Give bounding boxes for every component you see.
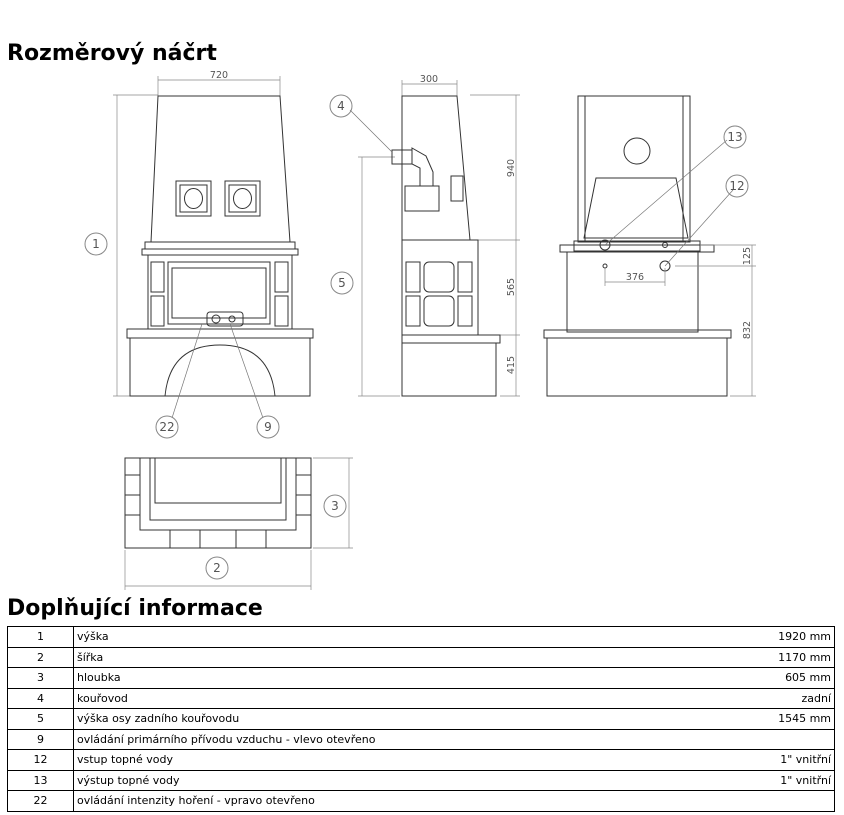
row-number: 12	[7, 749, 74, 771]
dim-side-depth: 300	[420, 74, 438, 85]
callout-9: 9	[264, 420, 272, 434]
callout-2-circle	[205, 556, 229, 580]
dimension-drawing: 720 300 940 565 415 125 376 832 1 2 3 4 …	[84, 70, 756, 590]
callout-3-circle	[323, 494, 347, 518]
dim-side-mid: 565	[506, 278, 517, 296]
callout-1: 1	[92, 237, 100, 251]
callout-3: 3	[331, 499, 339, 513]
dim-side-top: 940	[506, 159, 517, 177]
back-view	[543, 95, 756, 397]
callout-22-circle	[155, 415, 179, 439]
row-value: zadní	[710, 687, 836, 709]
row-value: 1" vnitřní	[710, 769, 836, 791]
section-title-info: Doplňující informace	[7, 596, 263, 621]
callout-4-circle	[329, 94, 353, 118]
callout-4: 4	[337, 99, 345, 113]
row-value: 1545 mm	[710, 708, 836, 730]
row-number: 9	[7, 728, 74, 750]
callout-13-circle	[723, 125, 747, 149]
callout-5: 5	[338, 276, 346, 290]
dim-back-832: 832	[742, 321, 753, 339]
row-label: ovládání primárního přívodu vzduchu - vl…	[73, 728, 711, 750]
dim-back-376: 376	[626, 272, 644, 283]
row-number: 13	[7, 769, 74, 791]
section-title-sketch: Rozměrový náčrt	[7, 41, 217, 66]
row-value: 1920 mm	[710, 626, 836, 648]
row-number: 1	[7, 626, 74, 648]
dim-back-125: 125	[742, 247, 753, 265]
dim-front-width: 720	[210, 70, 228, 81]
callout-22: 22	[159, 420, 174, 434]
callout-1-circle	[84, 232, 108, 256]
front-view	[113, 76, 314, 397]
callout-13: 13	[727, 130, 742, 144]
side-view	[358, 80, 520, 397]
row-label: ovládání intenzity hoření - vpravo otevř…	[73, 790, 711, 812]
row-number: 4	[7, 687, 74, 709]
row-value	[710, 728, 836, 750]
dim-side-bottom: 415	[506, 356, 517, 374]
row-label: výška osy zadního kouřovodu	[73, 708, 711, 730]
row-label: hloubka	[73, 667, 711, 689]
row-value: 1170 mm	[710, 646, 836, 668]
row-label: vstup topné vody	[73, 749, 711, 771]
row-value: 605 mm	[710, 667, 836, 689]
callout-2: 2	[213, 561, 221, 575]
row-value: 1" vnitřní	[710, 749, 836, 771]
row-number: 5	[7, 708, 74, 730]
row-value	[710, 790, 836, 812]
row-label: výstup topné vody	[73, 769, 711, 791]
row-label: kouřovod	[73, 687, 711, 709]
top-view	[124, 457, 353, 590]
row-number: 3	[7, 667, 74, 689]
row-number: 2	[7, 646, 74, 668]
row-label: šířka	[73, 646, 711, 668]
callout-5-circle	[330, 271, 354, 295]
callout-12-circle	[725, 174, 749, 198]
row-number: 22	[7, 790, 74, 812]
row-label: výška	[73, 626, 711, 648]
callout-9-circle	[256, 415, 280, 439]
callout-12: 12	[729, 179, 744, 193]
